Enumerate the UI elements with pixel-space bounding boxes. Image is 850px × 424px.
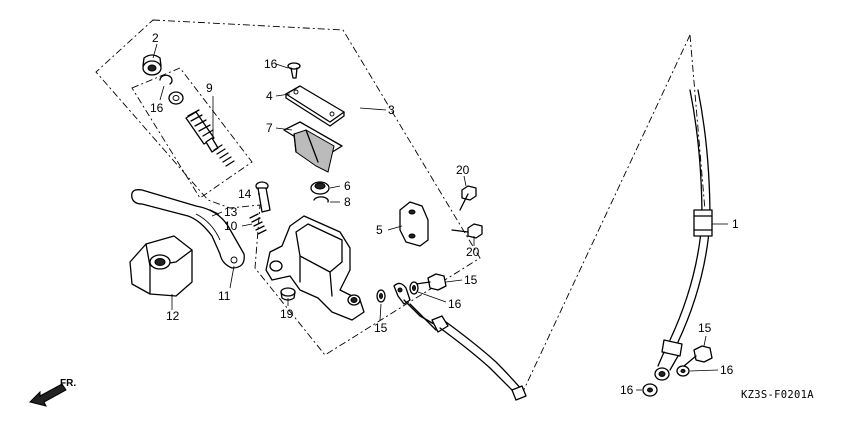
bracket-part-12 — [129, 235, 193, 297]
front-direction-indicator: FR. — [29, 378, 76, 407]
callout-6: 6 — [344, 179, 351, 193]
callout-17: 16 — [150, 101, 164, 115]
brake-hose-upper — [393, 282, 527, 401]
callout-1: 1 — [732, 217, 739, 231]
diagram-code: KZ3S-F0201A — [741, 389, 814, 401]
callout-5: 5 — [376, 223, 383, 237]
oil-bolt-part-15-upper — [415, 273, 447, 291]
screw-part-18 — [287, 62, 301, 79]
piston-washer — [168, 91, 184, 105]
assembly-boundary-1b — [689, 34, 707, 223]
callout-18: 16 — [264, 57, 278, 71]
callout-15-upper: 15 — [464, 273, 478, 287]
callout-16-b: 16 — [448, 297, 462, 311]
sealing-washer-part-16-lower-b — [642, 383, 658, 397]
callout-20-lower: 20 — [466, 245, 480, 259]
bolt-part-20-b — [451, 223, 483, 239]
callout-8: 8 — [344, 195, 351, 209]
master-cylinder-body — [265, 215, 365, 321]
sealing-washer-part-16-upper-a — [376, 289, 386, 303]
callout-9: 9 — [206, 81, 213, 95]
callout-11: 11 — [218, 289, 231, 303]
callout-13: 13 — [224, 205, 238, 219]
callout-14: 14 — [238, 187, 252, 201]
leader-lines — [152, 43, 728, 391]
circlip-part-8 — [313, 196, 329, 203]
callout-15-lower: 15 — [698, 321, 712, 335]
callout-10: 10 — [224, 219, 238, 233]
sealing-washer-part-16-lower-a — [676, 365, 690, 377]
holder-part-5 — [399, 201, 429, 247]
assembly-boundary-1 — [519, 34, 691, 399]
front-arrow-icon — [29, 383, 67, 407]
assembly-boundary-3 — [95, 19, 481, 356]
pivot-bolt-part-14 — [255, 181, 271, 213]
callout-4: 4 — [266, 89, 273, 103]
brake-hose-part-1 — [654, 89, 713, 381]
oil-bolt-part-15-lower — [683, 345, 713, 367]
callout-2: 2 — [152, 31, 159, 45]
diaphragm-part-7 — [283, 121, 343, 173]
callout-3: 3 — [388, 103, 395, 117]
assembly-boundary-9 — [131, 67, 253, 199]
piston-kit-part-9 — [185, 109, 235, 167]
callout-16-d: 16 — [620, 383, 634, 397]
boot-part-2 — [142, 54, 162, 76]
callout-7: 7 — [266, 121, 273, 135]
callout-labels: 2 16 9 16 4 7 3 6 8 14 13 10 11 12 19 5 … — [150, 31, 739, 397]
sealing-washer-part-16-upper-b — [409, 281, 419, 295]
callout-12: 12 — [166, 309, 180, 323]
callout-19: 19 — [280, 307, 294, 321]
front-label: FR. — [60, 378, 76, 389]
brake-lever-part-11 — [131, 189, 245, 269]
callout-20-upper: 20 — [456, 163, 470, 177]
bolt-part-20-a — [459, 185, 477, 211]
grommet-part-6 — [310, 181, 330, 195]
reservoir-cap-part-4 — [285, 85, 345, 127]
spring-part-10 — [249, 213, 267, 235]
cap-part-19 — [280, 287, 296, 301]
callout-16-c: 16 — [720, 363, 734, 377]
circlip-part-17 — [159, 74, 173, 85]
callout-16-a: 15 — [374, 321, 388, 335]
